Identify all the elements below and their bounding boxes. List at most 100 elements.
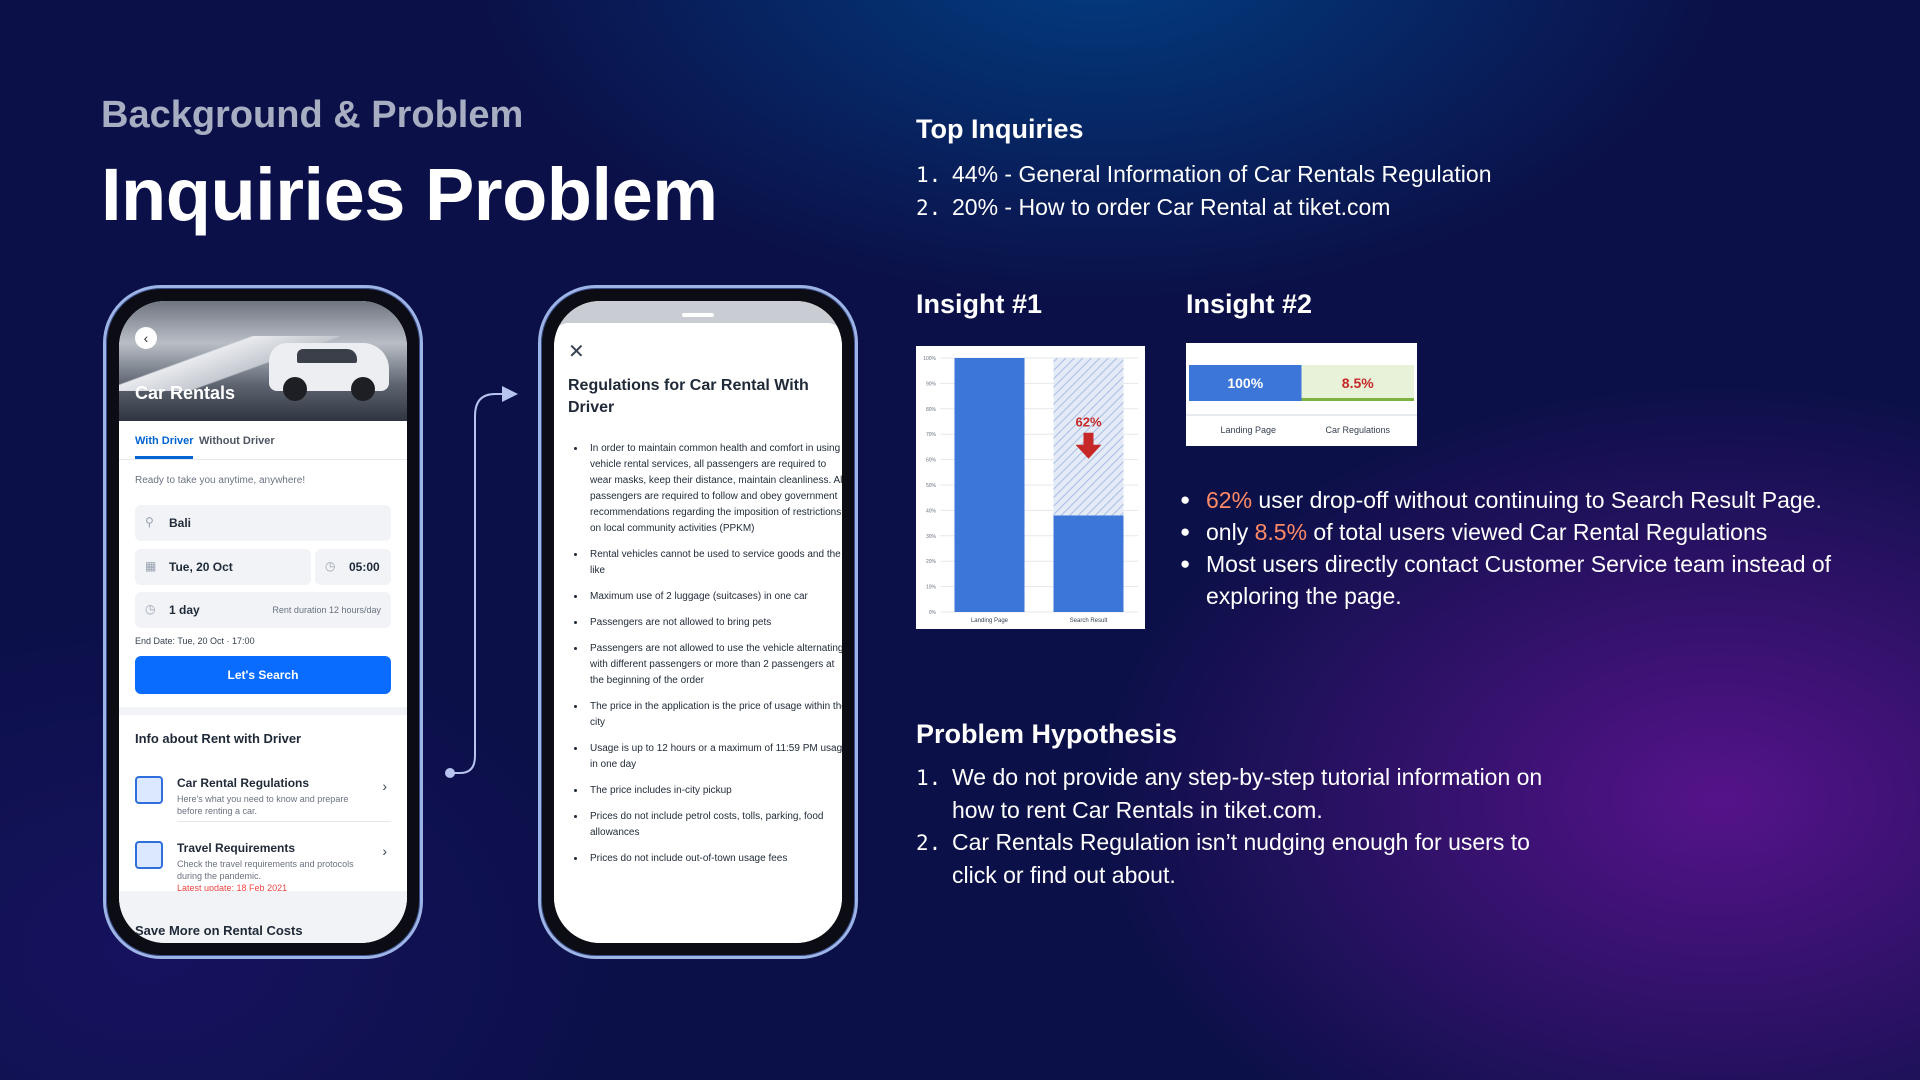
insight-bullets: 62% user drop-off without continuing to … <box>1180 484 1880 612</box>
section-subtitle: Background & Problem <box>101 94 524 136</box>
list-item-continuation: how to rent Car Rentals in tiket.com. <box>952 797 1323 823</box>
info-section-title: Info about Rent with Driver <box>135 731 302 746</box>
save-section-title: Save More on Rental Costs <box>135 923 303 938</box>
phone-screen: ✕ Regulations for Car Rental With Driver… <box>554 301 842 943</box>
list-item: Passengers are not allowed to use the ve… <box>586 641 842 689</box>
insight2-chart: 100% 8.5% Landing Page Car Regulations <box>1186 343 1417 446</box>
grab-handle[interactable] <box>682 313 714 317</box>
info-item-title: Car Rental Regulations <box>177 776 310 790</box>
time-field[interactable]: ◷ 05:00 <box>315 549 391 585</box>
down-arrow-icon <box>1083 432 1094 447</box>
list-item: The price includes in-city pickup <box>586 783 842 799</box>
duration-field[interactable]: ◷ 1 day Rent duration 12 hours/day <box>135 592 391 628</box>
hypothesis-list: 1.We do not provide any step-by-step tut… <box>916 761 1542 891</box>
insight1-chart-svg: 0%10%20%30%40%50%60%70%80%90%100%Landing… <box>923 356 1138 624</box>
info-item-desc: Check the travel requirements and protoc… <box>177 859 354 881</box>
item-divider <box>177 821 391 822</box>
flow-arrow <box>445 386 518 778</box>
data-label: 8.5% <box>1342 375 1374 391</box>
y-tick-label: 50% <box>926 483 937 489</box>
search-button[interactable]: Let's Search <box>135 656 391 694</box>
time-value: 05:00 <box>349 560 380 574</box>
list-item: Prices do not include petrol costs, toll… <box>586 809 842 841</box>
dropoff-label: 62% <box>1075 415 1101 430</box>
pin-icon: ⚲ <box>145 515 154 529</box>
insight1-heading: Insight #1 <box>916 289 1043 319</box>
list-item: In order to maintain common health and c… <box>586 441 842 537</box>
location-field[interactable]: ⚲ Bali <box>135 505 391 541</box>
insight2-heading: Insight #2 <box>1186 289 1313 319</box>
insight-bullet: Most users directly contact Customer Ser… <box>1180 548 1880 612</box>
timer-icon: ◷ <box>145 602 156 616</box>
active-tab-indicator <box>135 456 193 459</box>
list-item: The price in the application is the pric… <box>586 699 842 731</box>
tab-with-driver[interactable]: With Driver <box>135 435 194 447</box>
date-field[interactable]: ▦ Tue, 20 Oct <box>135 549 311 585</box>
top-inquiries-list: 1.44% - General Information of Car Renta… <box>916 158 1492 224</box>
rent-duration-note: Rent duration 12 hours/day <box>272 605 381 615</box>
back-icon[interactable]: ‹ <box>135 327 157 349</box>
list-item: Passengers are not allowed to bring pets <box>586 615 842 631</box>
hero-image: ‹ Car Rentals <box>119 301 407 421</box>
x-tick-label: Car Regulations <box>1325 425 1390 435</box>
insight2-chart-svg: 100% 8.5% Landing Page Car Regulations <box>1186 365 1417 435</box>
info-item-desc: Here's what you need to know and prepare… <box>177 794 349 816</box>
list-item: 2.20% - How to order Car Rental at tiket… <box>916 194 1391 220</box>
y-tick-label: 90% <box>926 381 937 387</box>
section-divider <box>119 707 407 715</box>
date-value: Tue, 20 Oct <box>169 560 233 574</box>
car-wheel <box>351 377 375 401</box>
info-item-title: Travel Requirements <box>177 841 296 855</box>
list-item: 1.44% - General Information of Car Renta… <box>916 161 1492 187</box>
car-wheel <box>283 377 307 401</box>
down-arrow-icon <box>1075 444 1102 459</box>
list-item: Usage is up to 12 hours or a maximum of … <box>586 741 842 773</box>
y-tick-label: 20% <box>926 559 937 565</box>
bar-car-regulations <box>1301 365 1414 401</box>
save-section <box>119 891 407 943</box>
list-item: Prices do not include out-of-town usage … <box>586 851 842 867</box>
insight-bullet: only 8.5% of total users viewed Car Rent… <box>1180 516 1880 548</box>
calendar-icon: ▦ <box>145 559 157 573</box>
top-inquiries-heading: Top Inquiries <box>916 114 1084 144</box>
bar-landing-page <box>1189 365 1302 401</box>
location-value: Bali <box>169 516 192 530</box>
ready-text: Ready to take you anytime, anywhere! <box>135 475 306 486</box>
phone-screen: ‹ Car Rentals With Driver Without Driver… <box>119 301 407 943</box>
duration-value: 1 day <box>169 603 200 617</box>
y-tick-label: 80% <box>926 407 937 413</box>
hero-title: Car Rentals <box>135 383 236 403</box>
bar-landing-page <box>954 358 1025 612</box>
tab-without-driver[interactable]: Without Driver <box>199 435 275 447</box>
x-tick-label: Landing Page <box>971 618 1009 624</box>
hypothesis-heading: Problem Hypothesis <box>916 719 1178 749</box>
list-item: Rental vehicles cannot be used to servic… <box>586 547 842 579</box>
x-tick-label: Search Result <box>1070 618 1108 624</box>
tab-bar: With Driver Without Driver <box>119 421 407 460</box>
list-item: Maximum use of 2 luggage (suitcases) in … <box>586 589 842 605</box>
y-tick-label: 0% <box>929 610 937 616</box>
clock-icon: ◷ <box>325 559 336 573</box>
y-tick-label: 10% <box>926 585 937 591</box>
page-title: Inquiries Problem <box>101 153 718 236</box>
car-image <box>269 343 389 401</box>
y-tick-label: 100% <box>923 356 936 362</box>
insight1-chart: 0%10%20%30%40%50%60%70%80%90%100%Landing… <box>916 346 1145 629</box>
x-tick-label: Landing Page <box>1220 425 1276 435</box>
bar-car-regulations-fill <box>1301 398 1414 401</box>
chevron-right-icon: › <box>382 778 387 794</box>
close-icon[interactable]: ✕ <box>568 341 585 363</box>
car-window <box>297 349 357 363</box>
end-date: End Date: Tue, 20 Oct · 17:00 <box>135 636 255 646</box>
y-tick-label: 60% <box>926 458 937 464</box>
regulation-icon <box>135 776 163 804</box>
regulations-sheet: ✕ Regulations for Car Rental With Driver… <box>554 323 842 943</box>
document-icon <box>135 841 163 869</box>
latest-update: Latest update: 18 Feb 2021 <box>177 883 288 893</box>
regulations-title: Regulations for Car Rental With Driver <box>568 377 809 416</box>
phone-regulations: ✕ Regulations for Car Rental With Driver… <box>538 285 858 959</box>
data-label: 100% <box>1227 375 1263 391</box>
list-item: 2.Car Rentals Regulation isn’t nudging e… <box>916 829 1530 855</box>
insight-bullet: 62% user drop-off without continuing to … <box>1180 484 1880 516</box>
regulations-list: In order to maintain common health and c… <box>568 441 842 877</box>
